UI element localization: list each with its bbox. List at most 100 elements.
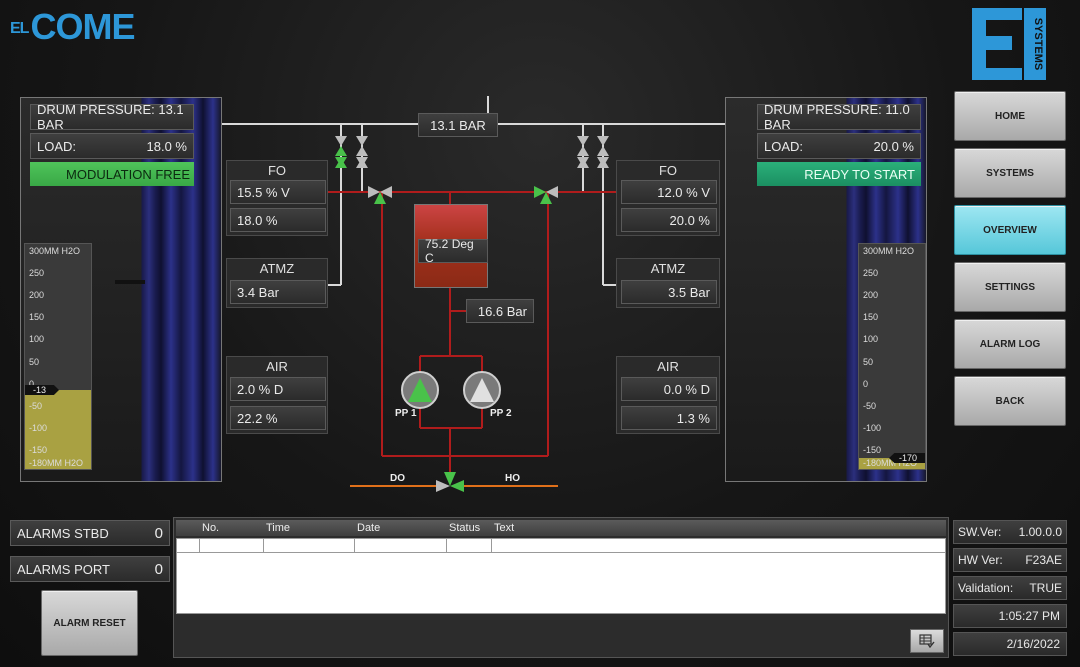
port-gauge-tick: 0 [29, 379, 35, 389]
pump-pressure-display: 16.6 Bar [466, 299, 534, 323]
stbd-load-label: LOAD: [764, 138, 804, 154]
alarm-log-button[interactable]: ALARM LOG [954, 319, 1066, 369]
stbd-air-load: 1.3 % [621, 406, 717, 430]
stbd-atmz-group: ATMZ 3.5 Bar [616, 258, 720, 308]
stbd-fo-valve: 12.0 % V [621, 180, 717, 204]
alarms-stbd-label: ALARMS STBD [17, 525, 109, 541]
stbd-atmz-pressure: 3.5 Bar [621, 280, 717, 304]
stbd-drum-pressure: DRUM PRESSURE: 11.0 BAR [757, 102, 921, 132]
systems-logo-text: SYSTEMS [1032, 18, 1044, 71]
overview-button[interactable]: OVERVIEW [954, 205, 1066, 255]
port-gauge-tick: 150 [29, 312, 45, 322]
port-gauge-tick: -150 [29, 445, 48, 455]
do-label: DO [390, 473, 405, 484]
port-load-label: LOAD: [37, 138, 77, 154]
port-gauge-tick: 100 [29, 334, 45, 344]
port-fo-valve: 15.5 % V [230, 180, 326, 204]
steam-pressure-display: 13.1 BAR [418, 113, 498, 137]
port-atmz-group: ATMZ 3.4 Bar [226, 258, 328, 308]
export-table-button[interactable] [910, 629, 944, 653]
port-air-title: AIR [266, 359, 288, 374]
alarms-stbd: ALARMS STBD 0 [10, 520, 170, 546]
sw-version: SW.Ver: 1.00.0.0 [953, 520, 1067, 544]
port-fo-group: FO 15.5 % V 18.0 % [226, 160, 328, 236]
hw-version-label: HW Ver: [958, 553, 1003, 567]
stbd-gauge-tick: 50 [863, 357, 874, 367]
col-text[interactable]: Text [494, 522, 515, 534]
port-air-load: 22.2 % [230, 406, 326, 430]
stbd-gauge-unit-bottom: -180MM H2O [863, 458, 918, 468]
sw-version-label: SW.Ver: [958, 525, 1002, 539]
col-time[interactable]: Time [266, 522, 291, 534]
port-gauge-unit-bottom: -180MM H2O [29, 458, 84, 468]
stbd-gauge-tick: 250 [863, 268, 879, 278]
col-no[interactable]: No. [202, 522, 220, 534]
stbd-status-badge: READY TO START [757, 162, 921, 186]
port-status-badge: MODULATION FREE [30, 162, 194, 186]
stbd-load: LOAD: 20.0 % [757, 133, 921, 159]
home-button[interactable]: HOME [954, 91, 1066, 141]
validation-value: TRUE [1029, 581, 1062, 595]
alarm-table-body[interactable] [176, 538, 946, 614]
alarms-stbd-count: 0 [154, 524, 163, 542]
port-atmz-title: ATMZ [259, 261, 295, 276]
port-air-damper: 2.0 % D [230, 377, 326, 401]
hw-version-value: F23AE [1025, 553, 1062, 567]
port-gauge-unit-top: 300MM H2O [29, 246, 81, 256]
stbd-fo-group: FO 12.0 % V 20.0 % [616, 160, 720, 236]
sw-version-value: 1.00.0.0 [1018, 525, 1062, 539]
stbd-level-gauge: 300MM H2O 250 200 150 100 50 0 -50 -100 … [858, 243, 926, 470]
clock-date: 2/16/2022 [953, 632, 1067, 656]
stbd-level-fill [859, 458, 925, 469]
pump2-label: PP 2 [490, 408, 512, 419]
stbd-gauge-tick: -50 [863, 401, 877, 411]
stbd-level-marker: -170 [889, 453, 925, 463]
hw-version: HW Ver: F23AE [953, 548, 1067, 572]
clock-time: 1:05:27 PM [953, 604, 1067, 628]
table-export-icon [919, 634, 935, 648]
logo-prefix: EL [10, 20, 29, 38]
stbd-gauge-tick: 200 [863, 290, 879, 300]
port-drum-pressure: DRUM PRESSURE: 13.1 BAR [30, 102, 194, 132]
port-level-fill [25, 390, 91, 469]
settings-button[interactable]: SETTINGS [954, 262, 1066, 312]
stbd-fo-title: FO [658, 163, 678, 178]
stbd-atmz-title: ATMZ [650, 261, 686, 276]
stbd-load-value: 20.0 % [873, 138, 914, 154]
port-air-group: AIR 2.0 % D 22.2 % [226, 356, 328, 434]
col-status[interactable]: Status [449, 522, 481, 534]
table-row[interactable] [177, 539, 945, 553]
alarm-reset-button[interactable]: ALARM RESET [41, 590, 138, 656]
systems-logo: SYSTEMS [970, 6, 1050, 82]
systems-button[interactable]: SYSTEMS [954, 148, 1066, 198]
pump1-label: PP 1 [395, 408, 417, 419]
port-gauge-tick: -100 [29, 423, 48, 433]
stbd-gauge-tick: -100 [863, 423, 882, 433]
stbd-gauge-tick: 100 [863, 334, 879, 344]
ho-label: HO [505, 473, 520, 484]
alarms-port-label: ALARMS PORT [17, 561, 110, 577]
stbd-gauge-tick: 150 [863, 312, 879, 322]
port-level-marker: -13 [25, 385, 59, 395]
col-date[interactable]: Date [357, 522, 381, 534]
alarm-table-header: No. Time Date Status Text [176, 520, 946, 536]
port-level-gauge: 300MM H2O 250 200 150 100 50 0 -50 -100 … [24, 243, 92, 470]
port-fo-load: 18.0 % [230, 208, 326, 232]
stbd-air-damper: 0.0 % D [621, 377, 717, 401]
elcome-logo: ELCOME [10, 6, 135, 48]
stbd-gauge-unit-top: 300MM H2O [863, 246, 915, 256]
port-load-value: 18.0 % [146, 138, 187, 154]
back-button[interactable]: BACK [954, 376, 1066, 426]
stbd-air-title: AIR [657, 359, 679, 374]
port-gauge-tick: 250 [29, 268, 45, 278]
stbd-fo-load: 20.0 % [621, 208, 717, 232]
port-burner-marker [115, 280, 145, 284]
stbd-gauge-tick: -150 [863, 445, 882, 455]
fuel-tank: 75.2 Deg C [414, 204, 488, 288]
validation-label: Validation: [958, 581, 1014, 595]
port-atmz-pressure: 3.4 Bar [230, 280, 326, 304]
alarms-port-count: 0 [154, 560, 163, 578]
port-gauge-tick: 200 [29, 290, 45, 300]
tank-temperature: 75.2 Deg C [418, 237, 488, 265]
